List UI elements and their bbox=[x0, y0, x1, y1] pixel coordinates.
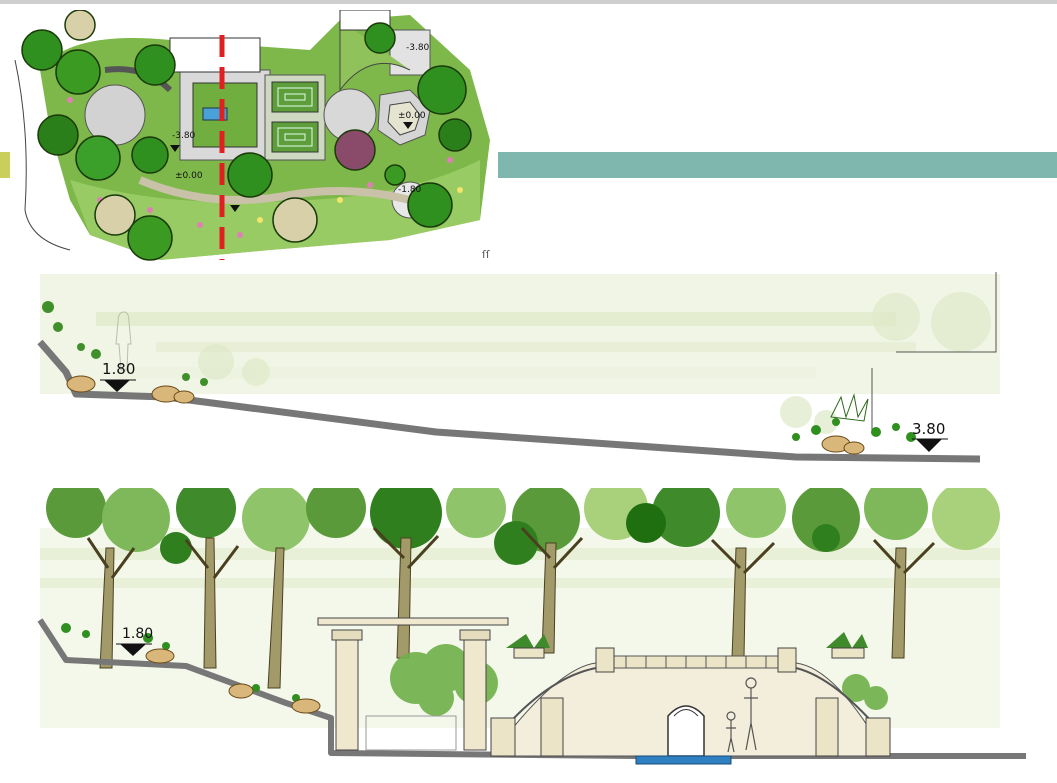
top-border bbox=[0, 0, 1057, 4]
plan-elevation-label: -1.80 bbox=[398, 185, 422, 195]
right-elevation-label: 3.80 bbox=[912, 420, 945, 438]
plan-elevation-label: -3.80 bbox=[172, 131, 196, 141]
site-plan: -3.80 ±0.00 -1.80 -3.80 ±0.00 ſſ bbox=[10, 10, 498, 262]
plan-elevation-label: ±0.00 bbox=[398, 111, 426, 121]
plan-elevation-label: ±0.00 bbox=[175, 171, 203, 181]
plan-elevation-label: -3.80 bbox=[406, 43, 430, 53]
accent-marker bbox=[0, 152, 10, 178]
left-elevation-label: 1.80 bbox=[122, 626, 153, 642]
title-band bbox=[497, 152, 1057, 178]
left-elevation-label: 1.80 bbox=[102, 360, 135, 378]
section-elevation-2: 1.80 bbox=[36, 488, 1036, 783]
section-elevation-1: 1.80 3.80 bbox=[36, 272, 1020, 472]
north-mark: ſſ bbox=[482, 248, 491, 261]
